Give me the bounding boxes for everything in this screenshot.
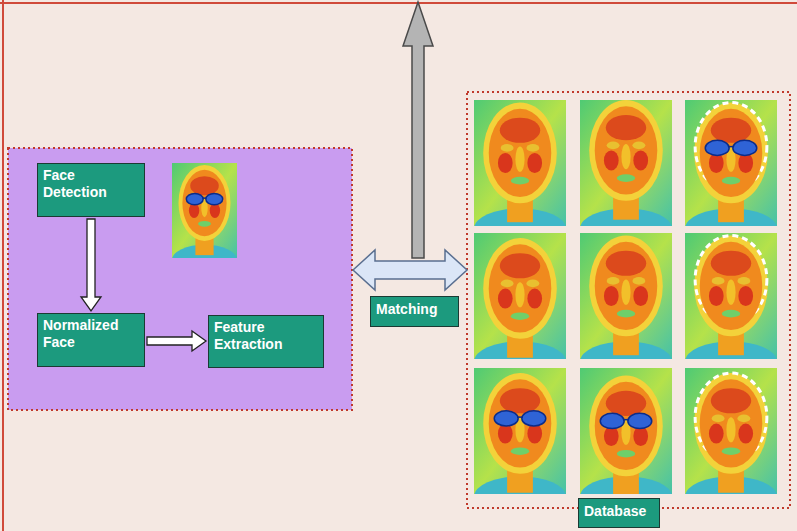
thermal-face bbox=[580, 368, 672, 494]
thermal-face bbox=[474, 100, 566, 226]
thermal-face bbox=[172, 163, 237, 258]
frame-line bbox=[0, 2, 797, 4]
thermal-face bbox=[685, 368, 777, 494]
thermal-face bbox=[474, 233, 566, 359]
box-label: Normalized Face bbox=[43, 317, 139, 351]
thermal-face bbox=[474, 368, 566, 494]
query-panel bbox=[8, 148, 352, 410]
flow-arrow bbox=[81, 219, 101, 311]
matching-double-arrow bbox=[353, 250, 467, 290]
process-box: Face Detection bbox=[37, 163, 145, 217]
thermal-face bbox=[685, 100, 777, 226]
flow-arrow bbox=[147, 331, 206, 351]
box-label: Matching bbox=[376, 301, 437, 318]
thermal-face bbox=[580, 233, 672, 359]
database-panel bbox=[467, 92, 790, 508]
process-box: Normalized Face bbox=[37, 313, 145, 367]
box-label: Database bbox=[584, 503, 646, 520]
box-label: Face Detection bbox=[43, 167, 139, 201]
thermal-face bbox=[580, 100, 672, 226]
box-label: Feature Extraction bbox=[214, 319, 318, 353]
process-box: Feature Extraction bbox=[208, 315, 324, 368]
process-box: Matching bbox=[370, 296, 459, 327]
thermal-face bbox=[685, 233, 777, 359]
thermal-faces bbox=[172, 100, 777, 517]
frame-line bbox=[2, 0, 4, 531]
process-box: Database bbox=[578, 498, 660, 528]
output-arrow bbox=[403, 2, 433, 258]
